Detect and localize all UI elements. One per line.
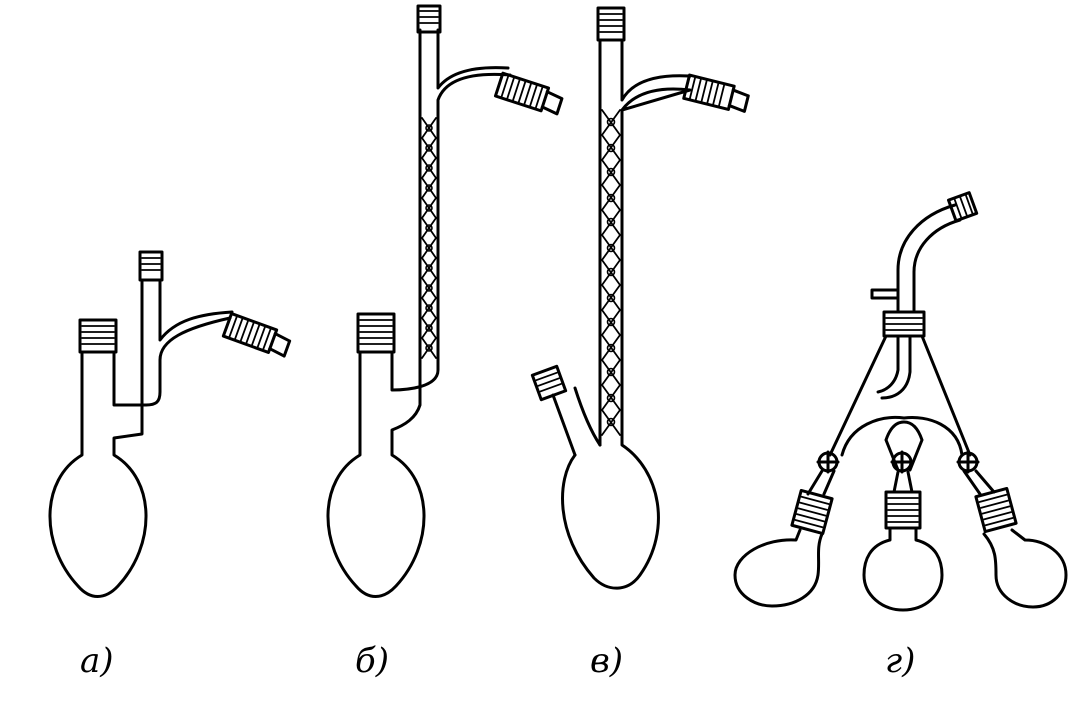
apparatus-b xyxy=(326,4,564,598)
vent-stub-d xyxy=(870,288,900,300)
joint-c-top-threads xyxy=(599,13,623,33)
joint-d-top xyxy=(946,191,979,223)
pear-flask-b xyxy=(326,38,426,598)
joint-d-left xyxy=(790,488,834,536)
inner-drip-d xyxy=(876,334,912,400)
column-b-outer xyxy=(390,72,512,392)
round-flask-right xyxy=(982,528,1068,609)
joint-a-side-threads xyxy=(141,257,161,271)
stems-d xyxy=(806,469,996,496)
caption-b: б) xyxy=(355,641,390,681)
round-flask-left xyxy=(733,528,824,608)
joint-b-top-threads xyxy=(419,10,439,24)
stopcock-left xyxy=(816,450,840,474)
joint-b-top xyxy=(416,4,442,34)
joint-d-center xyxy=(882,310,926,338)
vigreux-c-indents xyxy=(601,109,621,436)
pear-flask-a xyxy=(48,296,148,598)
apparatus-c xyxy=(530,6,750,590)
hose-c xyxy=(682,73,750,113)
apparatus-d xyxy=(733,191,1068,612)
pear-flask-a-inner xyxy=(112,316,232,407)
joint-d-center-threads xyxy=(885,317,923,331)
joint-a-main-threads xyxy=(81,325,115,345)
adapter-body-d xyxy=(828,334,972,472)
stopcock-center xyxy=(890,450,914,474)
caption-a: а) xyxy=(80,641,114,681)
stopcock-right xyxy=(956,450,980,474)
joint-c-side xyxy=(530,364,568,402)
joint-b-main-threads xyxy=(359,319,393,345)
apparatus-a xyxy=(48,250,292,598)
hose-a xyxy=(221,312,292,358)
slanted-neck-c xyxy=(551,386,602,457)
side-neck-a xyxy=(140,278,234,342)
caption-c: в) xyxy=(590,641,624,681)
vigreux-b-indents xyxy=(421,117,437,359)
joint-d-middle xyxy=(884,490,922,530)
hose-b xyxy=(493,71,564,116)
joint-a-side xyxy=(138,250,164,282)
caption-d: г) xyxy=(885,641,916,681)
joint-c-top xyxy=(596,6,626,42)
joint-a-main xyxy=(78,318,118,354)
pear-flask-c xyxy=(561,38,692,590)
joint-d-right xyxy=(974,486,1018,534)
joint-b-main xyxy=(356,312,396,354)
bent-tube-d xyxy=(896,203,962,312)
round-flask-middle xyxy=(862,526,944,612)
